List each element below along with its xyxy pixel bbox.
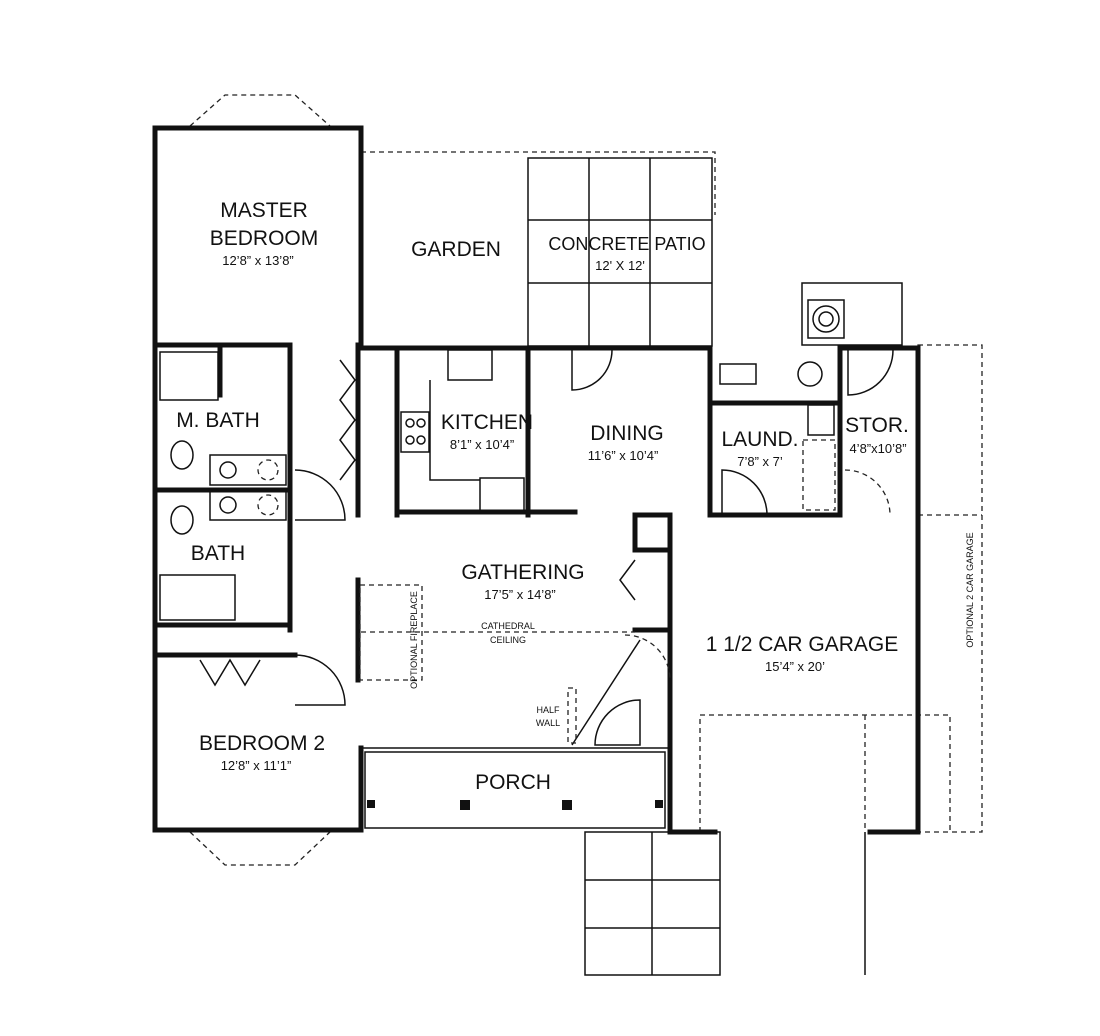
storage-label: STOR. (845, 414, 909, 437)
cathedral-label-2: CEILING (490, 635, 526, 645)
bay-window-bottom (189, 831, 331, 866)
garage-label: 1 1/2 CAR GARAGE (706, 633, 899, 656)
porch-outline (361, 747, 670, 829)
bay-window-top (189, 94, 331, 127)
bath-label: BATH (191, 542, 245, 565)
garage-size: 15’4” x 20’ (765, 659, 825, 674)
laundry-label: LAUND. (721, 428, 798, 451)
laundry-fixtures (719, 361, 836, 511)
walkway (584, 831, 866, 976)
dining-size: 11’6” x 10’4” (588, 448, 659, 463)
master-bath-label: M. BATH (176, 409, 260, 432)
master-bedroom-label-2: BEDROOM (210, 227, 319, 250)
laundry-size: 7’8” x 7’ (737, 454, 783, 469)
optional-garage-label: OPTIONAL 2 CAR GARAGE (965, 532, 975, 647)
cathedral-label: CATHEDRAL (481, 621, 535, 631)
hvac-pad (801, 282, 903, 346)
kitchen-size: 8’1” x 10’4” (450, 437, 514, 452)
doors (199, 349, 894, 746)
gathering-size: 17’5” x 14’8” (484, 587, 556, 602)
master-bedroom-size: 12’8” x 13’8” (222, 253, 294, 268)
bedroom2-label: BEDROOM 2 (199, 732, 325, 755)
dining-label: DINING (590, 422, 664, 445)
master-bedroom-label: MASTER (220, 199, 308, 222)
patio-label: CONCRETE PATIO (548, 234, 705, 254)
patio-size: 12' X 12' (595, 258, 645, 273)
half-wall-label: HALF (536, 705, 560, 715)
kitchen-label: KITCHEN (441, 411, 533, 434)
gathering-label: GATHERING (461, 561, 584, 584)
garden-label: GARDEN (411, 238, 501, 261)
garage-door-outline (699, 714, 951, 832)
storage-size: 4’8”x10’8” (849, 441, 906, 456)
bedroom2-size: 12’8” x 11’1” (221, 758, 292, 773)
garden-outline (361, 151, 716, 215)
porch-label: PORCH (475, 771, 551, 794)
kitchen-fixtures (400, 349, 525, 513)
bath-fixtures (159, 351, 287, 621)
optional-fireplace-label: OPTIONAL FIREPLACE (409, 591, 419, 689)
half-wall-label-2: WALL (536, 718, 560, 728)
